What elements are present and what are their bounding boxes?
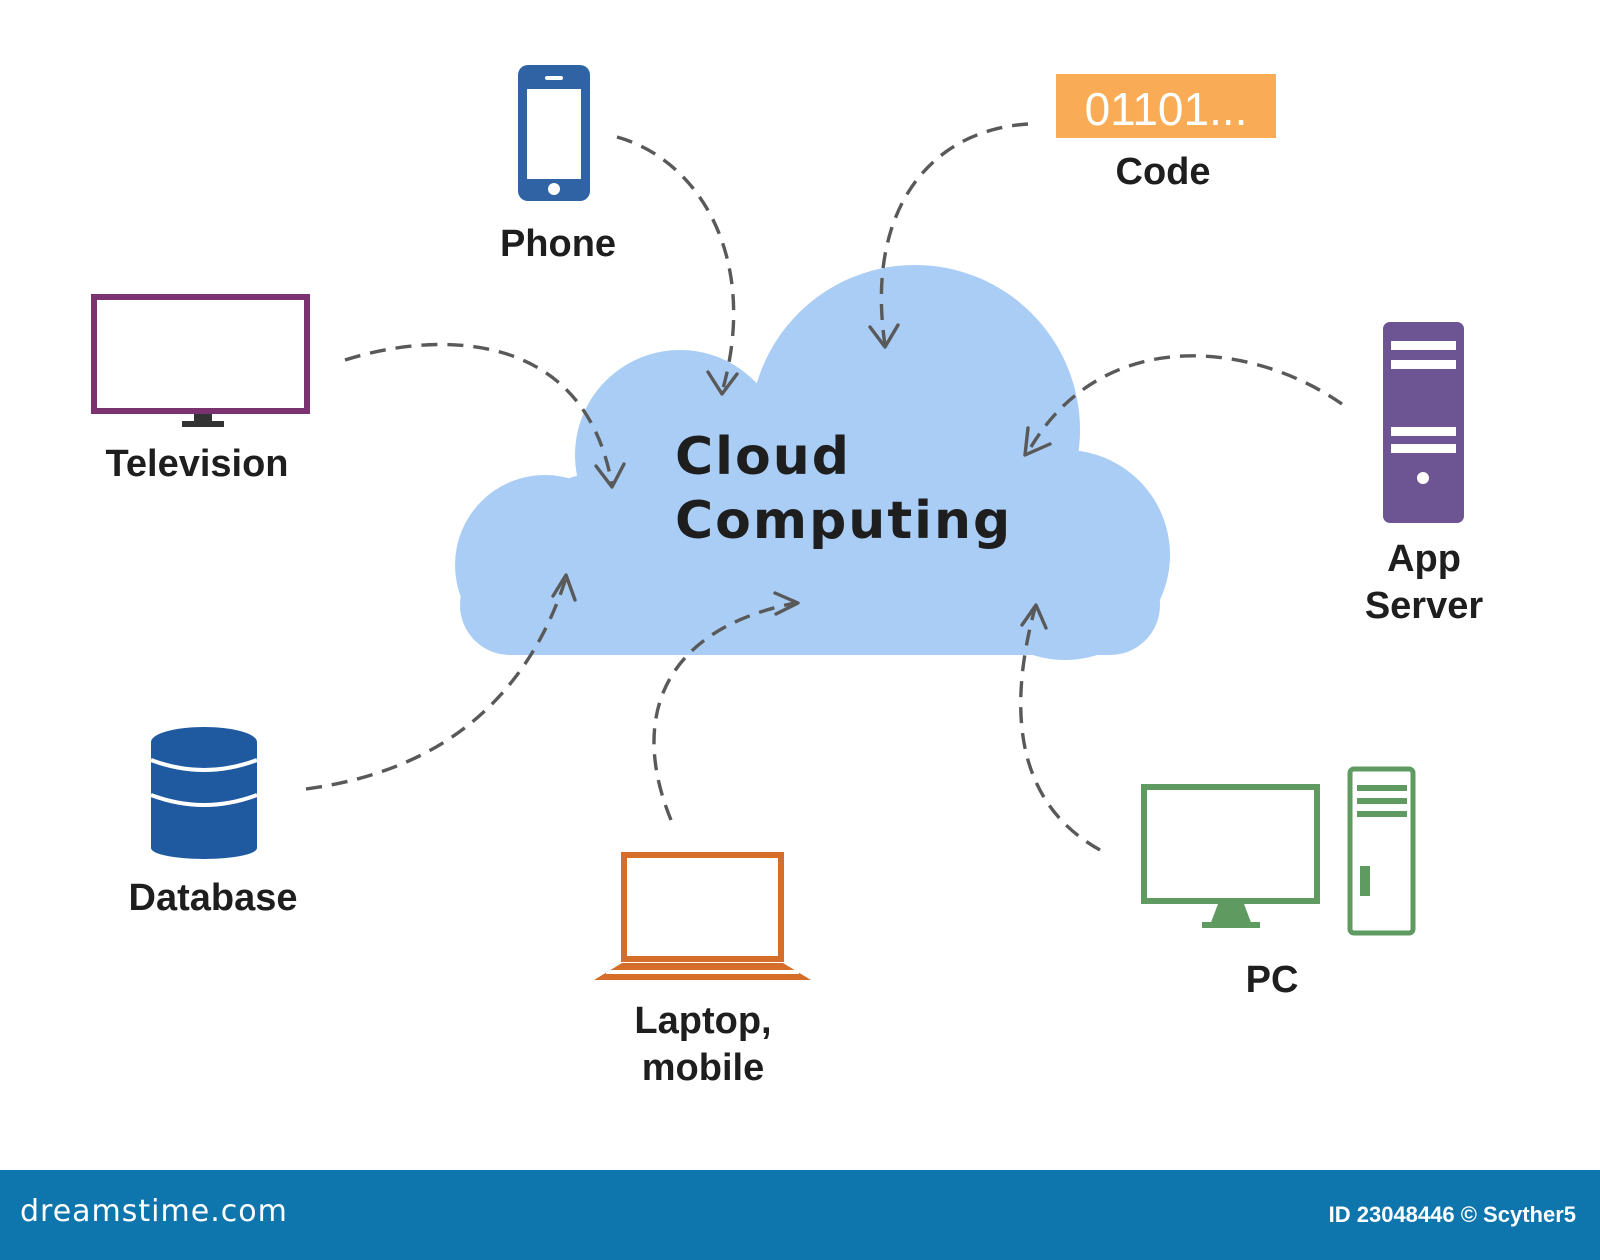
arrow-phone-to-cloud [616, 135, 739, 396]
pc-label: PC [1246, 959, 1299, 1001]
arrow-pc-to-cloud [1019, 603, 1101, 852]
cloud-shape [455, 265, 1170, 660]
laptop-label-line2: mobile [642, 1047, 764, 1089]
smartphone-icon [518, 65, 590, 201]
code-badge-text: 01101... [1085, 83, 1248, 135]
binary-code-badge: 01101... [1056, 74, 1276, 138]
cloud-computing-diagram: Cloud Computing Phone 01101... [91, 65, 1484, 1089]
desktop-pc-icon [1141, 766, 1416, 936]
laptop-label-line1: Laptop, [634, 1000, 771, 1042]
monitor-icon [91, 294, 310, 427]
app-server-label-line1: App [1387, 538, 1461, 580]
arrow-server-to-cloud [1023, 354, 1343, 457]
arrow-database-to-cloud [305, 573, 577, 791]
arrow-code-to-cloud [868, 122, 1029, 349]
arrow-laptop-to-cloud [652, 591, 800, 821]
server-tower-icon [1383, 322, 1464, 523]
cloud-title-line2: Computing [675, 491, 1012, 551]
footer-credit: ID 23048446 © Scyther5 [1328, 1202, 1576, 1227]
television-label: Television [105, 443, 288, 485]
footer-bar: dreamstime.com ID 23048446 © Scyther5 [0, 1170, 1600, 1260]
laptop-icon [594, 852, 811, 980]
database-icon [150, 727, 258, 859]
code-label: Code [1116, 151, 1211, 193]
app-server-label-line2: Server [1365, 585, 1484, 627]
cloud-title-line1: Cloud [675, 427, 851, 487]
arrow-television-to-cloud [344, 342, 626, 489]
database-label: Database [129, 877, 298, 919]
footer-brand: dreamstime.com [20, 1194, 288, 1229]
phone-label: Phone [500, 223, 616, 265]
